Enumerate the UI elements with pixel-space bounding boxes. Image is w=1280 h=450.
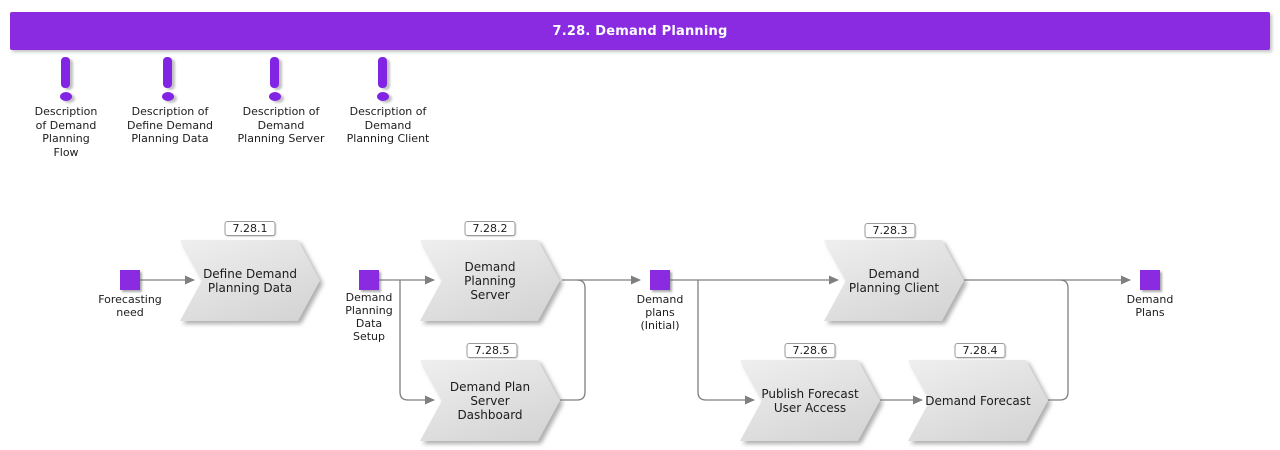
exclamation-dot-icon[interactable]: [377, 92, 389, 101]
chevron-shape: [420, 240, 560, 321]
step-demand-planning-client[interactable]: Demand Planning Client: [824, 240, 964, 321]
exclamation-dot-icon[interactable]: [162, 92, 174, 101]
note-link-demand-planning-flow[interactable]: Description of Demand Planning Flow: [34, 105, 98, 159]
step-id-badge-7284[interactable]: 7.28.4: [954, 343, 1006, 358]
event-label: Demand Planning Data Setup: [345, 291, 393, 343]
step-label: Define Demand Planning Data: [203, 266, 297, 295]
event-demand-planning-data-setup: [359, 270, 379, 290]
step-demand-forecast[interactable]: Demand Forecast: [908, 360, 1048, 441]
event-label: Forecasting need: [98, 293, 162, 319]
step-label: Demand Forecast: [925, 393, 1031, 408]
chevron-shape: [740, 360, 880, 441]
exclamation-dot-icon[interactable]: [60, 92, 72, 101]
step-label: Demand Planning Client: [848, 266, 940, 295]
chevron-shape: [420, 360, 560, 441]
note-link-demand-planning-server[interactable]: Description of Demand Planning Server: [237, 105, 325, 145]
page-title: 7.28. Demand Planning: [552, 23, 728, 39]
step-publish-forecast-user-access[interactable]: Publish Forecast User Access: [740, 360, 880, 441]
step-label: Demand Plan Server Dashboard: [449, 379, 531, 422]
step-id-badge-7282[interactable]: 7.28.2: [464, 221, 516, 236]
connector-7284-merge: [1048, 279, 1069, 401]
step-define-demand-planning-data[interactable]: Define Demand Planning Data: [180, 240, 320, 321]
chevron-shape: [908, 360, 1048, 441]
exclamation-icon[interactable]: [378, 57, 387, 88]
chevron-shape: [824, 240, 964, 321]
event-forecasting-need: [120, 270, 140, 290]
exclamation-icon[interactable]: [270, 57, 279, 88]
event-demand-plans-initial: [650, 270, 670, 290]
event-label: Demand Plans: [1126, 293, 1174, 319]
exclamation-icon[interactable]: [61, 57, 70, 88]
note-link-demand-planning-client[interactable]: Description of Demand Planning Client: [346, 105, 430, 145]
step-label: Demand Planning Server: [464, 259, 516, 302]
step-label: Publish Forecast User Access: [761, 386, 859, 415]
event-demand-plans: [1140, 270, 1160, 290]
step-demand-planning-server[interactable]: Demand Planning Server: [420, 240, 560, 321]
step-id-badge-7283[interactable]: 7.28.3: [864, 223, 916, 238]
exclamation-dot-icon[interactable]: [269, 92, 281, 101]
step-demand-plan-server-dashboard[interactable]: Demand Plan Server Dashboard: [420, 360, 560, 441]
step-id-badge-7281[interactable]: 7.28.1: [224, 221, 276, 236]
step-id-badge-7285[interactable]: 7.28.5: [466, 343, 518, 358]
connector-7285-merge: [560, 279, 586, 401]
chevron-shape: [180, 240, 320, 321]
event-label: Demand plans (Initial): [636, 293, 684, 332]
title-banner: 7.28. Demand Planning: [10, 12, 1270, 50]
exclamation-icon[interactable]: [163, 57, 172, 88]
note-link-define-demand-planning-data[interactable]: Description of Define Demand Planning Da…: [126, 105, 214, 145]
step-id-badge-7286[interactable]: 7.28.6: [784, 343, 836, 358]
